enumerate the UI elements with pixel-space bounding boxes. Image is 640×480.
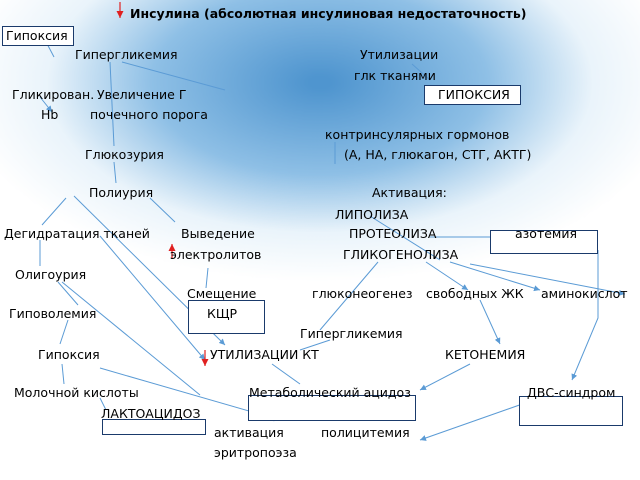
gluconeogenesis-label: глюконеогенез (312, 286, 413, 301)
kshr-box (188, 300, 265, 334)
contrainsular-label: контринсулярных гормонов (325, 127, 510, 142)
hyperglycemia-2-label: Гипергликемия (300, 326, 403, 341)
hormones-label: (А, НА, глюкагон, СТГ, АКТГ) (344, 147, 532, 162)
glk-tissues-label: глк тканями (354, 68, 436, 83)
lactic-acid-label: Молочной кислоты (14, 385, 139, 400)
glycated-label: Гликирован. (12, 87, 95, 102)
metabolic-acidosis-label: Метаболический ацидоз (249, 385, 411, 400)
hb-label: Hb (41, 107, 59, 122)
dic-label: ДВС-синдром (527, 385, 616, 400)
erythropoiesis-label: эритропоэза (214, 445, 297, 460)
activation-label: Активация: (372, 185, 447, 200)
dic-box (519, 396, 623, 426)
glycogenolysis-label: ГЛИКОГЕНОЛИЗА (343, 247, 459, 262)
lactoacidosis-box (102, 419, 206, 435)
hypoxia-2-label: Гипоксия (38, 347, 100, 362)
polyuria-label: Полиурия (89, 185, 154, 200)
excretion-label: Выведение (181, 226, 255, 241)
azotemia-box (490, 230, 598, 254)
ketonemia-label: КЕТОНЕМИЯ (445, 347, 526, 362)
hypovolemia-label: Гиповолемия (9, 306, 97, 321)
renal-threshold-label: почечного порога (90, 107, 208, 122)
lipolysis-label: ЛИПОЛИЗА (335, 207, 409, 222)
insulin-deficiency-label: Инсулина (абсолютная инсулиновая недоста… (130, 6, 527, 21)
electrolytes-label: электролитов (170, 247, 262, 262)
glucosuria-label: Глюкозурия (85, 147, 164, 162)
kshr-label: КЩР (207, 306, 238, 321)
activation-2-label: активация (214, 425, 284, 440)
proteolysis-label: ПРОТЕОЛИЗА (349, 226, 437, 241)
free-fa-label: свободных ЖК (426, 286, 524, 301)
oliguria-label: Олигоурия (15, 267, 87, 282)
dehydration-label: Дегидратация тканей (4, 226, 150, 241)
polycythemia-label: полицитемия (321, 425, 410, 440)
utilization-label: Утилизации (360, 47, 439, 62)
azotemia-label: азотемия (515, 226, 577, 241)
hypoxia-caps-label: ГИПОКСИЯ (438, 87, 510, 102)
hypoxia-caps-box (424, 85, 521, 105)
shift-label: Смещение (187, 286, 257, 301)
amino-acids-label: аминокислот (541, 286, 628, 301)
lactoacidosis-label: ЛАКТОАЦИДОЗ (101, 406, 201, 421)
hypoxia-box (2, 26, 74, 46)
hyperglycemia-label: Гипергликемия (75, 47, 178, 62)
hypoxia-top-label: Гипоксия (6, 28, 68, 43)
metabolic-acidosis-box (248, 395, 416, 421)
increase-g-label: Увеличение Г (97, 87, 187, 102)
kt-utilization-label: УТИЛИЗАЦИИ КТ (210, 347, 319, 362)
